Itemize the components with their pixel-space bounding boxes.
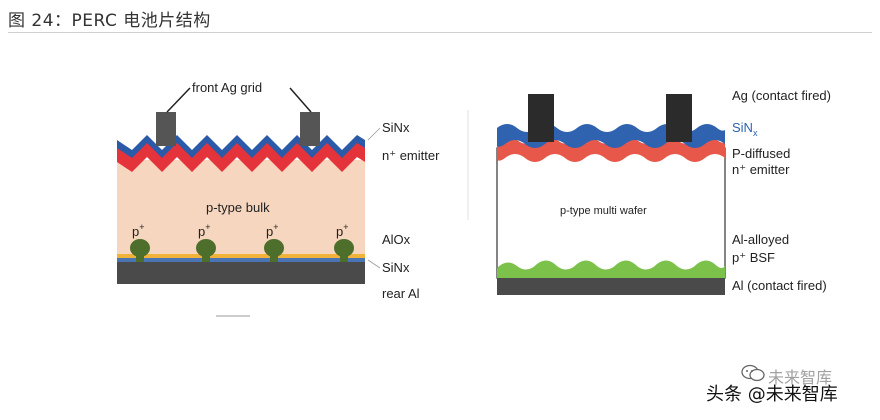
bracket-rear — [367, 259, 381, 269]
p-plus-sup: + — [343, 222, 348, 232]
bracket-top — [367, 127, 381, 141]
sinx-label: SiN — [732, 120, 753, 135]
sinx-sub: x — [753, 128, 758, 138]
svg-text:p+: p+ — [198, 222, 211, 239]
front-ag-finger-right — [300, 112, 320, 146]
p-plus-label: p — [336, 224, 343, 239]
p-plus-label: p — [266, 224, 273, 239]
watermark-text: 头条 @未来智库 — [706, 384, 838, 405]
wafer-region — [496, 147, 726, 279]
ag-label: Ag (contact fired) — [732, 88, 831, 103]
rear-sinx-layer — [117, 258, 365, 262]
p-type-bulk-region — [117, 160, 365, 258]
bulk-label: p-type bulk — [206, 200, 270, 215]
p-plus-sup: + — [205, 222, 210, 232]
rear-al-layer — [117, 262, 365, 284]
p-diffused-label: P-diffused — [732, 146, 790, 161]
p-plus-sup: + — [139, 222, 144, 232]
svg-text:p+: p+ — [266, 222, 279, 239]
al-layer — [497, 278, 725, 295]
wafer-label: p-type multi wafer — [560, 205, 647, 217]
wechat-icon — [741, 364, 765, 382]
p-plus-contact: p+ — [264, 222, 284, 262]
emitter-label: n⁺ emitter — [382, 148, 440, 163]
right-cell-diagram: p-type multi wafer Ag (contact fired) Si… — [467, 88, 831, 295]
ag-finger-right — [666, 94, 692, 142]
emitter-layer — [497, 136, 725, 162]
svg-text:p+: p+ — [336, 222, 349, 239]
rear-sinx-label: SiNx — [382, 260, 410, 275]
rear-al-label: rear Al — [382, 286, 420, 301]
p-plus-contact: p+ — [196, 222, 216, 262]
p-plus-sup: + — [273, 222, 278, 232]
p-plus-label: p — [132, 224, 139, 239]
p-plus-contacts: p+ p+ p+ p+ — [130, 222, 354, 262]
front-grid-pointer-right — [289, 87, 312, 113]
p-plus-label: p — [198, 224, 205, 239]
aloX-label: AlOx — [382, 232, 411, 247]
aloX-layer — [117, 254, 365, 258]
p-plus-contact: p+ — [334, 222, 354, 262]
watermark-faded-text: 未来智库 — [768, 368, 833, 387]
al-alloyed-label: Al-alloyed — [732, 232, 789, 247]
front-grid-label: front Ag grid — [192, 80, 262, 95]
p-plus-contact: p+ — [130, 222, 150, 262]
n-emitter-label: n⁺ emitter — [732, 162, 790, 177]
front-ag-finger-left — [156, 112, 176, 146]
bsf-label: p⁺ BSF — [732, 250, 775, 265]
title-divider — [8, 32, 872, 33]
left-cell-diagram: front Ag grid p+ p+ — [117, 80, 440, 317]
figure-title: 图 24：PERC 电池片结构 — [8, 11, 211, 31]
ag-finger-left — [528, 94, 554, 142]
front-grid-pointer-left — [166, 87, 191, 113]
top-sinx-label: SiNx — [382, 120, 410, 135]
sinx-label-line: SiNx — [732, 120, 758, 138]
al-label: Al (contact fired) — [732, 278, 827, 293]
svg-text:p+: p+ — [132, 222, 145, 239]
top-sinx-layer — [117, 135, 365, 158]
